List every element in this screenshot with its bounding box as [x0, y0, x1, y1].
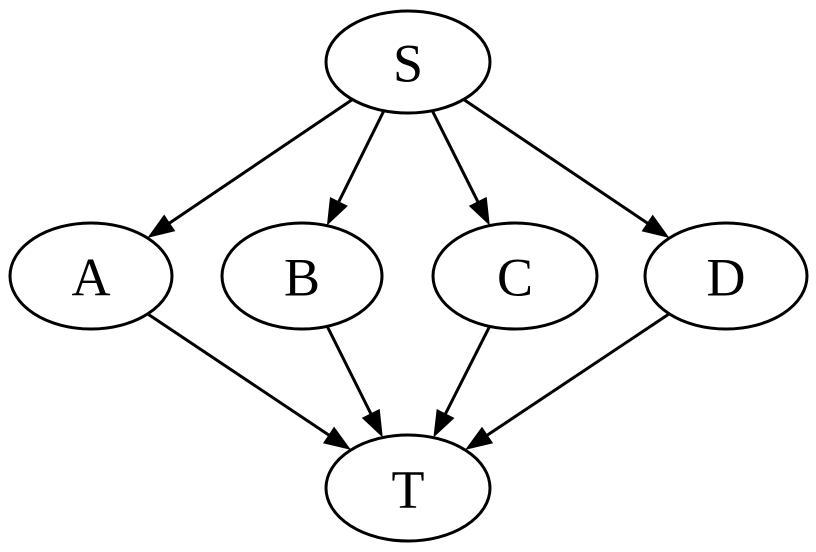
node-T: T — [324, 433, 492, 543]
node-S-label: S — [393, 33, 423, 93]
node-D-ellipse — [643, 221, 809, 331]
edge-A-T-line — [146, 312, 335, 440]
node-T-label: T — [392, 459, 425, 519]
edge-B-T-line — [325, 325, 375, 420]
node-D: D — [643, 221, 809, 331]
edge-S-D-arrowhead-icon — [641, 214, 670, 238]
node-A: A — [8, 221, 174, 331]
node-T-ellipse — [324, 433, 492, 543]
node-S-ellipse — [324, 9, 492, 115]
node-D-label: D — [707, 247, 746, 307]
edge-S-A-line — [163, 98, 354, 228]
node-A-label: A — [72, 247, 111, 307]
edge-D-T-arrowhead-icon — [465, 426, 494, 450]
edge-C-T-line — [441, 325, 491, 420]
edge-S-C-arrowhead-icon — [468, 196, 490, 226]
node-B-ellipse — [220, 221, 384, 331]
node-C-label: C — [497, 247, 533, 307]
edge-A-T-arrowhead-icon — [323, 426, 351, 450]
node-A-ellipse — [8, 221, 174, 331]
edge-S-B-arrowhead-icon — [326, 197, 348, 226]
node-C: C — [431, 221, 599, 331]
edge-B-T-arrowhead-icon — [361, 408, 383, 438]
node-S: S — [324, 9, 492, 115]
edge-S-D-line — [462, 98, 653, 228]
edge-D-T-line — [481, 312, 671, 440]
node-C-ellipse — [431, 221, 599, 331]
node-B: B — [220, 221, 384, 331]
node-B-label: B — [284, 247, 320, 307]
edge-S-C-line — [430, 110, 482, 208]
edge-S-B-line — [334, 110, 386, 208]
edge-C-T-arrowhead-icon — [433, 409, 455, 438]
edge-S-A-arrowhead-icon — [147, 214, 176, 238]
